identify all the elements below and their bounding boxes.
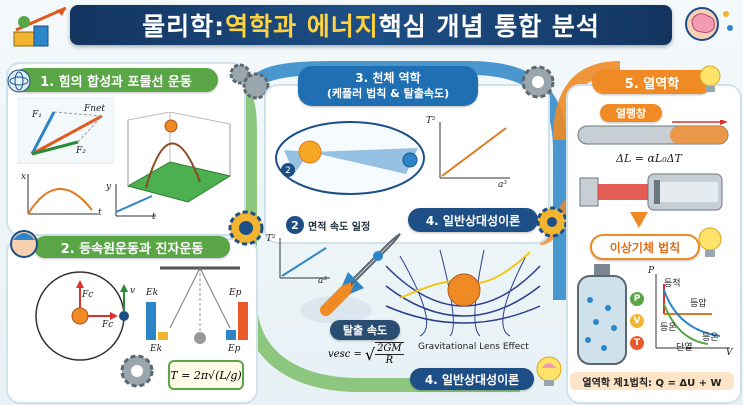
projectile-3d (126, 112, 232, 203)
yt-graph (115, 184, 156, 217)
gas-cylinder (577, 264, 627, 365)
fc1-label: Fc (82, 290, 94, 300)
v-badge: V (630, 314, 644, 328)
axis-v-label: V (726, 348, 733, 358)
adiabatic-label: 단열 (676, 343, 693, 353)
iso-press-label: 등압 (690, 299, 707, 309)
t2-a3-graph-small (279, 238, 330, 279)
graph1-t-label: t (98, 208, 102, 218)
ep2-label: Ep (228, 344, 241, 354)
isotherm-label: 등온 (660, 323, 677, 333)
gear-icon (228, 210, 264, 246)
v-label: v (130, 286, 136, 296)
section4-heading-bottom: 4. 일반상대성이론 (410, 368, 534, 390)
pendulum-formula: T = 2π√(L/g) (168, 360, 244, 390)
expansion-rod (577, 120, 729, 145)
piston-cylinder (579, 173, 723, 211)
down-arrow (630, 212, 648, 228)
section2-heading: 2. 등속원운동과 진자운동 (34, 236, 230, 258)
t2b-label: T² (266, 234, 276, 244)
section1-heading: 1. 힘의 합성과 포물선 운동 (14, 68, 218, 92)
lightbulb-icon (699, 65, 721, 92)
fc2-label: Fc (102, 320, 114, 330)
ek1-label: Ek (146, 288, 159, 298)
t2-a3-graph (439, 122, 510, 179)
a3b-label: a³ (318, 276, 327, 286)
graph1-x-label: x (21, 172, 27, 182)
graph2-t-label: t (152, 212, 156, 222)
p-badge: P (630, 292, 644, 306)
brain-icon (685, 7, 733, 41)
gear-icon-3 (229, 63, 270, 100)
t-badge: T (630, 336, 644, 350)
escape-velocity-label: 탈출 속도 (330, 320, 400, 340)
kepler-orbit: 2 (275, 121, 425, 195)
first-law-label: 열역학 제1법칙: Q = ΔU + W (570, 372, 734, 390)
ek2-label: Ek (150, 344, 163, 354)
graph2-y-label: y (106, 182, 112, 192)
vec-fnet-label: Fnet (84, 104, 105, 114)
section3-heading: 3. 천체 역학 (케플러 법칙 & 탈출속도) (298, 66, 478, 106)
lens-caption: Gravitational Lens Effect (418, 342, 529, 352)
a3-label: a³ (498, 180, 507, 190)
page-title: 물리학: 역학과 에너지 핵심 개념 통합 분석 (70, 5, 672, 45)
section5-heading: 5. 열역학 (592, 70, 712, 94)
vec-f1-label: F₁ (32, 110, 42, 120)
isotherm2-label: 등온 (702, 333, 719, 343)
expansion-label: 열팽창 (600, 104, 662, 122)
pendulum (146, 266, 248, 344)
pv-diagram (655, 274, 730, 349)
t2-label: T² (426, 116, 436, 126)
expansion-formula: ΔL = αL₀ΔT (616, 152, 682, 165)
rocket-illustration (300, 233, 401, 324)
ep1-label: Ep (229, 288, 242, 298)
section4-heading-top: 4. 일반상대성이론 (408, 208, 538, 232)
escape-formula: vesc = √ 2GM R (328, 342, 404, 366)
atom-icon (7, 69, 31, 93)
gear-icon-2 (120, 354, 154, 388)
iso-temp-label: 등적 (664, 279, 681, 289)
orbit-area-num: 2 (285, 166, 291, 176)
axis-p-label: P (648, 266, 655, 276)
lightbulb-brain-icon (536, 356, 562, 386)
gear-icon-5 (536, 206, 568, 238)
circular-motion (35, 271, 129, 361)
vector-diagram (18, 98, 114, 164)
gas-law-label: 이상기체 법칙 (590, 234, 700, 260)
xt-graph (27, 174, 98, 215)
gear-icon-4 (521, 65, 555, 99)
head-icon (10, 230, 38, 258)
mechanics-icon (13, 6, 67, 47)
vec-f2-label: F₂ (76, 146, 86, 156)
spacetime-grid (385, 249, 541, 337)
lightbulb-icon-2 (698, 227, 722, 257)
